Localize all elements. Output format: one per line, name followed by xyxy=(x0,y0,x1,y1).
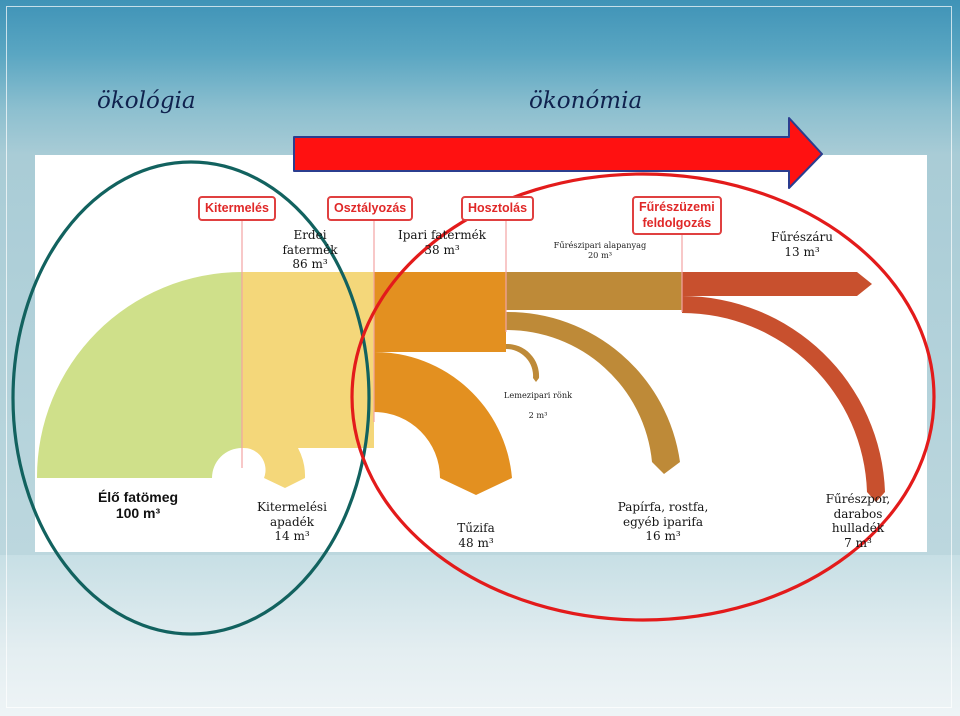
label-papirfa: Papírfa, rostfa, egyéb iparifa 16 m³ xyxy=(598,500,728,544)
label-apadek-line2: apadék xyxy=(269,514,315,529)
label-fureszaru-value: 13 m³ xyxy=(784,244,820,259)
economy-arrow xyxy=(293,117,823,189)
label-kitermelesi-apadek: Kitermelési apadék 14 m³ xyxy=(246,500,338,544)
label-fureszipari-alapanyag: Fűrészipari alapanyag 20 m³ xyxy=(539,240,661,260)
flow-fureszaru xyxy=(682,272,872,296)
flow-elo-fatomeg xyxy=(36,272,242,478)
stage-osztalyozas: Osztályozás xyxy=(327,196,414,221)
label-fureszaru-line1: Fűrészáru xyxy=(771,230,833,244)
label-erdei-fatermek: Erdei fatermék 86 m³ xyxy=(270,228,350,272)
label-erdei-line1: Erdei xyxy=(293,228,327,242)
label-ipari-value: 38 m³ xyxy=(424,242,460,257)
label-ipari-line1: Ipari fatermék xyxy=(398,228,486,242)
label-tuzifa-line1: Tűzifa xyxy=(457,521,495,535)
label-lemezipari-value: 2 m³ xyxy=(528,410,548,420)
label-fureszpor-line1: Fűrészpor, xyxy=(825,492,891,506)
stage-fureszuzemi-line1: Fűrészüzemi xyxy=(639,200,715,214)
label-papirfa-value: 16 m³ xyxy=(645,529,681,544)
label-tuzifa: Tűzifa 48 m³ xyxy=(442,521,510,550)
label-fureszpor-line3: hulladék xyxy=(831,521,885,536)
label-erdei-line2: fatermék xyxy=(282,242,338,257)
flow-fureszpor xyxy=(682,295,885,502)
heading-okologia: ökológia xyxy=(97,88,196,114)
label-alap-line1: Fűrészipari alapanyag xyxy=(553,240,647,250)
label-papirfa-line1: Papírfa, rostfa, xyxy=(617,500,709,514)
heading-okonomia: ökonómia xyxy=(529,88,643,114)
flow-ipari-fatermek xyxy=(374,272,506,352)
label-fureszaru: Fűrészáru 13 m³ xyxy=(760,230,844,259)
economy-ellipse xyxy=(350,172,936,622)
label-apadek-value: 14 m³ xyxy=(274,529,310,544)
stage-fureszuzemi-feldolgozas: Fűrészüzemi feldolgozás xyxy=(632,196,722,235)
label-lemez-line1: Lemezipari rönk xyxy=(503,390,573,400)
label-fureszpor-value: 7 m³ xyxy=(844,535,872,550)
slide-frame xyxy=(6,6,952,708)
label-fureszpor-line2: darabos xyxy=(833,506,883,521)
label-erdei-value: 86 m³ xyxy=(292,257,328,272)
label-fureszpor: Fűrészpor, darabos hulladék 7 m³ xyxy=(815,492,901,551)
stage-kitermeles: Kitermelés xyxy=(198,196,276,221)
label-papirfa-line2: egyéb iparifa xyxy=(622,514,703,529)
label-lemezipari-ronk: Lemezipari rönk xyxy=(498,390,578,400)
label-elo-value: 100 m³ xyxy=(115,505,161,522)
label-elo-fatomeg: Élő fatömeg 100 m³ xyxy=(82,489,194,521)
label-ipari-fatermek: Ipari fatermék 38 m³ xyxy=(384,228,500,257)
ecology-ellipse xyxy=(11,160,371,636)
flow-fureszipari-alapanyag xyxy=(506,272,682,310)
label-elo-line1: Élő fatömeg xyxy=(97,489,179,505)
label-tuzifa-value: 48 m³ xyxy=(458,535,494,550)
label-apadek-line1: Kitermelési xyxy=(257,500,327,514)
stage-fureszuzemi-line2: feldolgozás xyxy=(642,216,712,230)
flow-kitermelesi-apadek xyxy=(242,417,306,488)
flow-lemezipari-ronk xyxy=(506,343,540,382)
flow-tuzifa xyxy=(374,351,512,495)
flow-papirfa xyxy=(506,311,680,474)
stage-hosztolas: Hosztolás xyxy=(461,196,535,221)
label-alap-value: 20 m³ xyxy=(587,250,613,260)
